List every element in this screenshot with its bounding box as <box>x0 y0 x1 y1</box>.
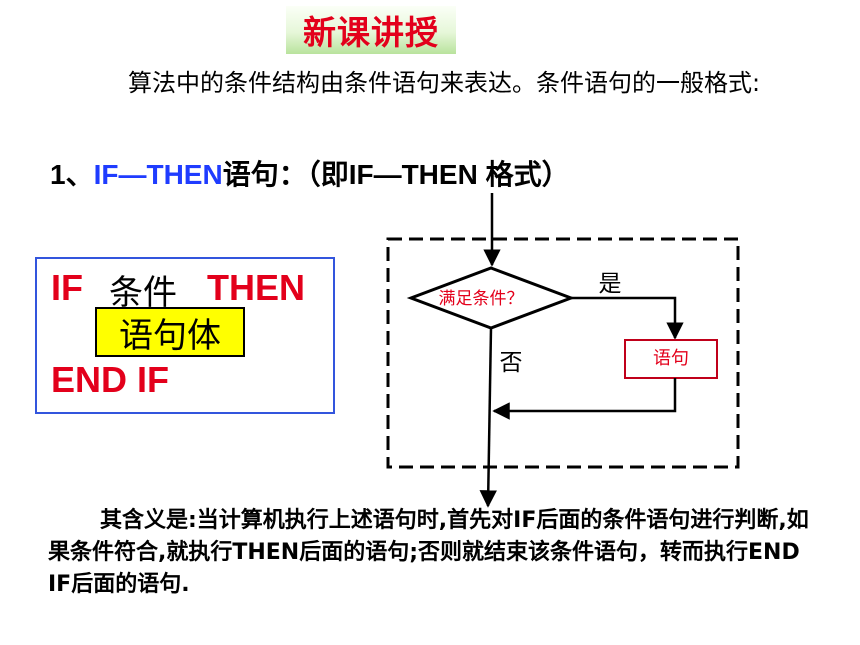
merge-line <box>492 378 677 420</box>
title-banner: 新课讲授 <box>286 6 456 54</box>
code-box: IF 条件 THEN 语句体 END IF <box>35 257 335 414</box>
heading-number: 1、 <box>50 159 94 190</box>
section-heading: 1、IF—THEN语句：（即IF—THEN 格式） <box>50 153 570 193</box>
intro-text: 算法中的条件结构由条件语句来表达。条件语句的一般格式: <box>128 69 761 97</box>
yes-label: 是 <box>599 271 622 297</box>
code-condition: 条件 <box>109 273 177 313</box>
process-box <box>624 339 718 379</box>
heading-suffix: 语句：（即IF—THEN 格式） <box>222 159 570 190</box>
code-end-if: END IF <box>51 359 170 400</box>
decision-label: 满足条件？ <box>439 289 524 309</box>
process-label: 语句 <box>653 348 689 369</box>
code-if: IF <box>51 267 83 308</box>
code-body-box: 语句体 <box>95 307 245 357</box>
no-label: 否 <box>500 350 523 376</box>
yes-line <box>571 296 684 340</box>
code-body: 语句体 <box>119 315 221 356</box>
no-line <box>479 327 498 508</box>
title: 新课讲授 <box>303 13 439 52</box>
heading-keyword: IF—THEN <box>93 159 223 190</box>
dashed-frame <box>386 237 740 469</box>
explanation-text: 其含义是:当计算机执行上述语句时,首先对IF后面的条件语句进行判断,如果条件符合… <box>48 508 809 597</box>
code-then: THEN <box>207 267 305 308</box>
